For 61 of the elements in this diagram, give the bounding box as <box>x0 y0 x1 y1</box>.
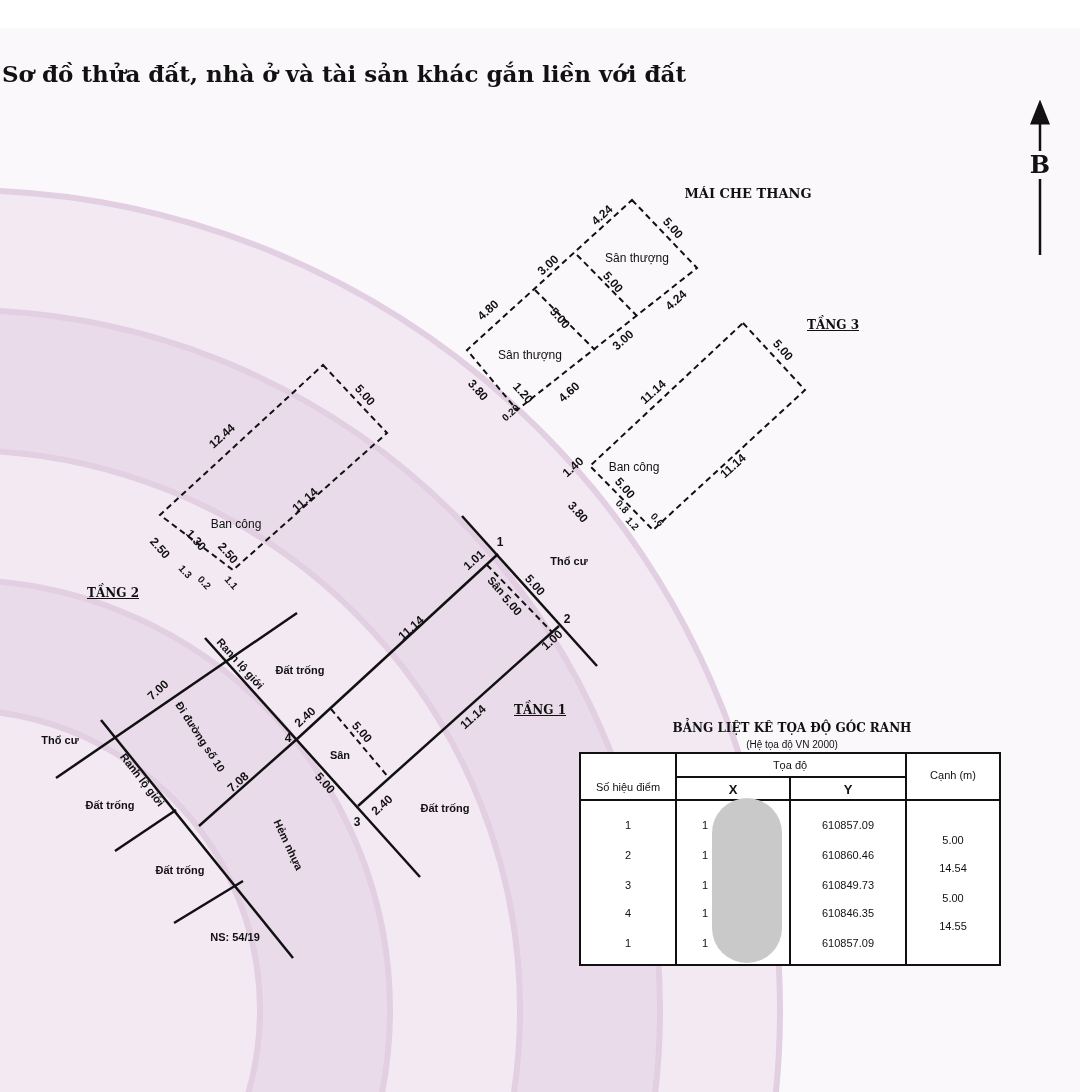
dimension-label: 1.3 <box>176 563 194 581</box>
north-label: B <box>1029 151 1051 179</box>
vertex-number: 1 <box>496 536 504 548</box>
dimension-label: 3.00 <box>535 252 561 278</box>
dimension-label: 4.24 <box>663 287 689 313</box>
dimension-label: 4.24 <box>589 202 615 228</box>
table-header: X <box>728 782 738 796</box>
table-cell: 1 <box>624 937 632 949</box>
vertex-number: 3 <box>353 816 361 828</box>
table-header: Tọa độ <box>772 759 808 771</box>
dimension-label: 1.40 <box>560 454 586 480</box>
area-label: Đất trống <box>275 664 325 676</box>
area-label: Ban công <box>210 518 262 530</box>
area-label: Sân thượng <box>605 252 669 264</box>
area-label: Thổ cư <box>41 734 79 746</box>
dimension-label: 1.1 <box>222 574 240 592</box>
dimension-label: 4.60 <box>556 379 582 405</box>
table-cell: 610857.09 <box>822 937 874 949</box>
dimension-label: 0.8 <box>613 498 631 516</box>
dimension-label: 7.08 <box>225 769 251 795</box>
area-label: Đất trống <box>420 802 470 814</box>
area-label: Thổ cư <box>550 555 588 567</box>
table-header: Y <box>843 782 853 796</box>
table-cell: 1 <box>701 907 709 919</box>
dimension-label: 1.2 <box>623 515 641 533</box>
dimension-label: 1.00 <box>539 627 565 653</box>
table-cell: 1 <box>701 849 709 861</box>
table-cell: 3 <box>624 879 632 891</box>
table-subtitle: (Hệ tọa độ VN 2000) <box>746 740 838 750</box>
table-cell: 1 <box>624 819 632 831</box>
table-cell: 5.00 <box>942 892 964 904</box>
area-label: Đất trống <box>85 799 135 811</box>
table-cell: 1 <box>701 937 709 949</box>
area-label: Đất trống <box>155 864 205 876</box>
roof-heading: MÁI CHE THANG <box>684 186 812 200</box>
dimension-label: 0.2 <box>195 574 213 592</box>
dimension-label: 1.01 <box>461 547 487 573</box>
table-cell: 610849.73 <box>822 879 874 891</box>
table-cell: 14.55 <box>939 920 967 932</box>
dimension-label: 4.80 <box>475 297 501 323</box>
table-cell: 610846.35 <box>822 907 874 919</box>
page-title: Sơ đồ thửa đất, nhà ở và tài sản khác gắn liền với đất <box>2 62 686 85</box>
table-header: Cạnh (m) <box>929 769 977 783</box>
vertex-number: 2 <box>563 613 571 625</box>
dimension-label: 7.00 <box>145 677 171 703</box>
area-label: Sân thượng <box>498 349 562 361</box>
table-cell: 610857.09 <box>822 819 874 831</box>
table-header: Số hiệu điểm <box>594 781 662 795</box>
vertex-number: 4 <box>284 732 292 744</box>
table-cell: 610860.46 <box>822 849 874 861</box>
table-cell: 14.54 <box>939 862 967 874</box>
table-cell: 1 <box>701 879 709 891</box>
table-cell: 1 <box>701 819 709 831</box>
table-cell: 2 <box>624 849 632 861</box>
table-cell: 4 <box>624 907 632 919</box>
area-label: Sân <box>329 749 351 761</box>
dimension-label: 3.00 <box>610 327 636 353</box>
area-label: Hẻm nhựa <box>271 818 305 872</box>
area-label: Ban công <box>608 461 660 473</box>
table-cell: 5.00 <box>942 834 964 846</box>
area-label: NS: 54/19 <box>210 931 260 943</box>
